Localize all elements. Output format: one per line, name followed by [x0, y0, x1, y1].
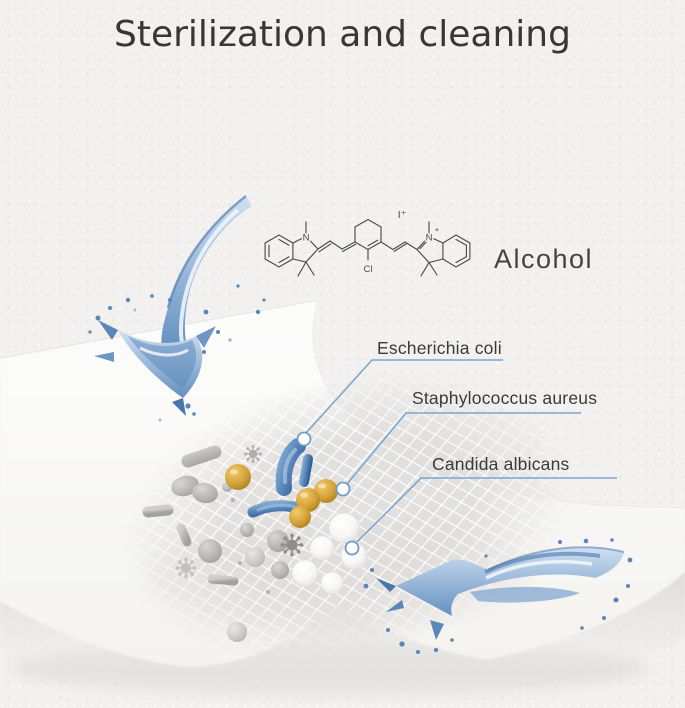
alcohol-label: Alcohol — [494, 244, 594, 274]
callout-label-escherichia-coli: Escherichia coli — [377, 338, 502, 358]
water-splash-arrow-down-icon — [88, 195, 266, 422]
atom-n-left: N — [303, 233, 310, 244]
staph-bacteria — [225, 464, 338, 528]
atom-iodide: I⁺ — [398, 209, 407, 221]
page-title: Sterilization and cleaning — [114, 14, 571, 55]
atom-chlorine: Cl — [364, 264, 373, 275]
wipe-sheet — [0, 299, 685, 701]
virus-icon — [280, 533, 304, 557]
atom-n-right: N — [426, 233, 433, 244]
atom-n-right-charge: + — [435, 225, 440, 234]
chemical-structure-diagram: N N + Cl I⁺ — [264, 208, 471, 277]
water-splash-arrow-left-icon — [363, 538, 633, 654]
callout-label-staphylococcus-aureus: Staphylococcus aureus — [412, 388, 598, 408]
callout-label-candida-albicans: Candida albicans — [432, 454, 570, 474]
virus-icon — [175, 557, 197, 579]
virus-icon — [243, 444, 263, 464]
